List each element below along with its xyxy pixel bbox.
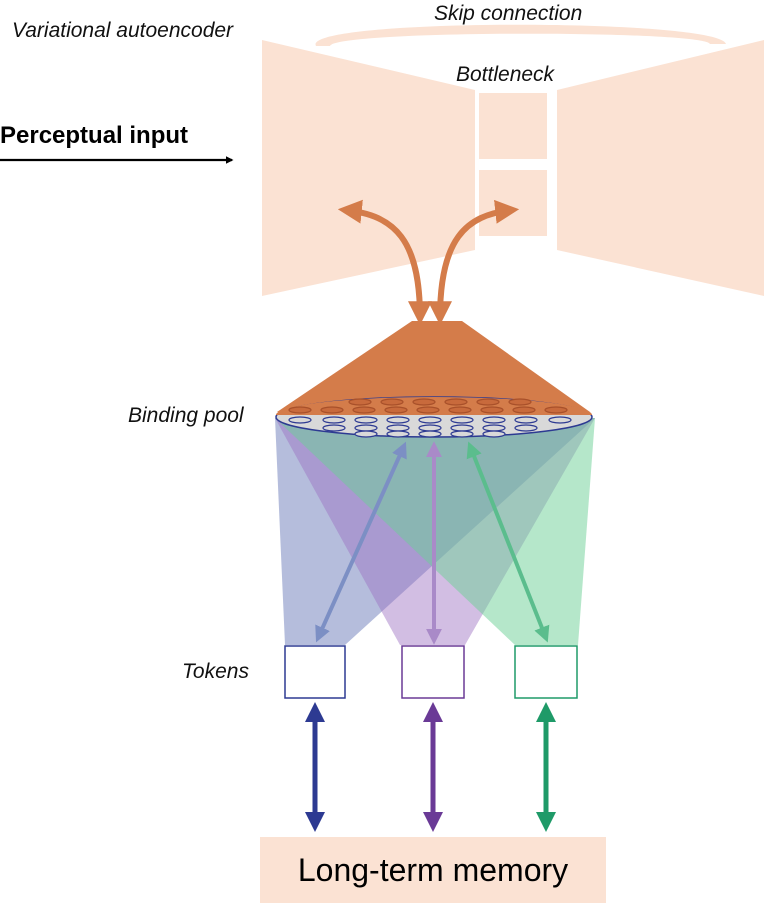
binding-pool-node [322,424,346,432]
binding-pool-node [514,416,538,424]
pool-to-encoder-arrow [337,199,432,326]
tokens-label: Tokens [182,660,249,683]
binding-pool-node [512,406,536,414]
token-box-blue [284,645,346,699]
binding-pool-node [354,416,378,424]
binding-pool-node [320,406,344,414]
binding-pool-node [548,416,572,424]
vae-encoder-shape [262,40,475,296]
binding-pool-node [288,416,312,424]
binding-pool-node [508,398,532,406]
pool-to-decoder-arrow [428,199,520,326]
perceptual-input-label: Perceptual input [0,122,188,149]
blue-pool-token-arrow [315,441,407,643]
bottleneck-label: Bottleneck [456,63,556,86]
long-term-memory-label: Long-term memory [298,852,568,888]
variational-autoencoder-label: Variational autoencoder [12,19,234,42]
binding-pool-nodes [288,398,572,438]
skip-connection-arc [315,24,726,46]
vae-decoder-shape [557,40,764,296]
binding-pool-node [354,430,378,438]
binding-pool-node [514,424,538,432]
binding-pool-node [544,406,568,414]
binding-pool-node [450,430,474,438]
pool-projection-trapezoid [277,321,590,412]
binding-pool-node [322,416,346,424]
binding-pool-node [416,406,440,414]
binding-pool-node [352,406,376,414]
binding-pool-label: Binding pool [128,404,245,427]
long-term-memory-box [260,837,606,903]
binding-pool-node [418,416,442,424]
binding-pool-node [418,430,442,438]
binding-pool-node [448,406,472,414]
binding-pool-node [348,398,372,406]
token-box-green [514,645,578,699]
binding-pool-node [412,398,436,406]
binding-pool-node [480,406,504,414]
bottleneck-box-bottom [479,170,547,236]
binding-pool-node [476,398,500,406]
binding-pool-node [380,398,404,406]
green-pool-token-arrow [466,441,550,643]
binding-pool-node [450,416,474,424]
binding-pool-node [386,424,410,432]
binding-pool-node [384,406,408,414]
binding-pool-node [482,430,506,438]
binding-pool-node [386,430,410,438]
token-box-purple [401,645,465,699]
binding-pool-node [354,424,378,432]
binding-pool-node [444,398,468,406]
binding-pool-node [450,424,474,432]
binding-pool-node [288,406,312,414]
skip-connection-label: Skip connection [434,2,582,25]
binding-pool-node [418,424,442,432]
binding-pool-node [482,416,506,424]
binding-pool-node [386,416,410,424]
bottleneck-box-top [479,93,547,159]
binding-pool-node [482,424,506,432]
